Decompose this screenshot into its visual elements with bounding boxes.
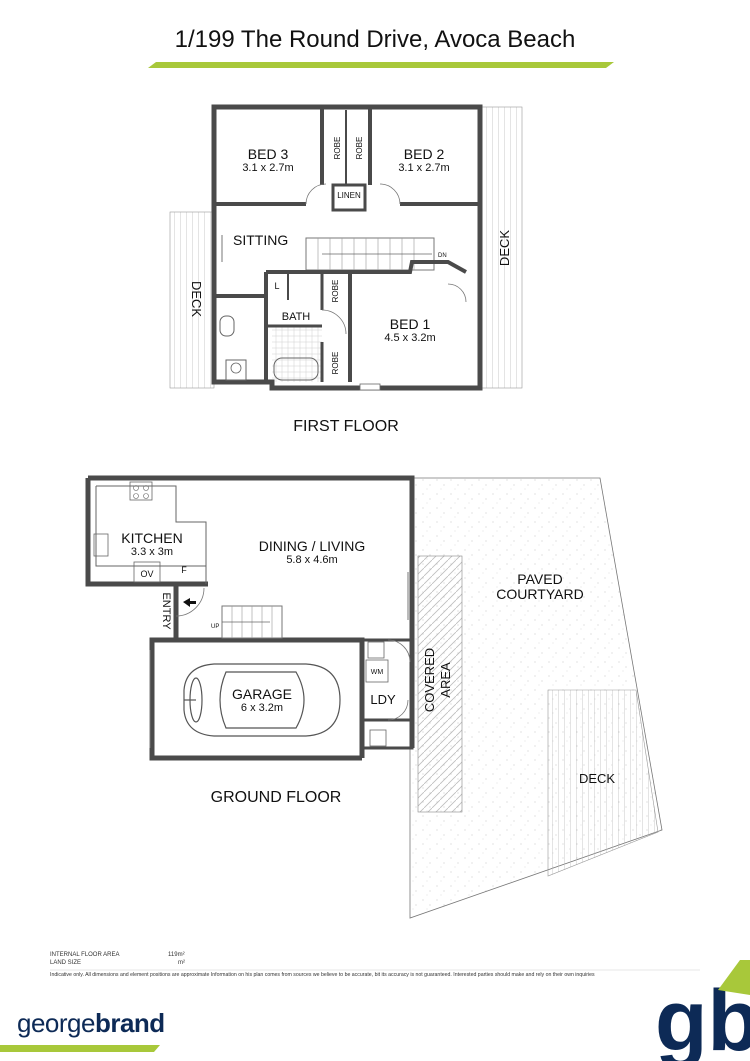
dining-living-size: 5.8 x 4.6m	[286, 554, 337, 566]
bed1-size: 4.5 x 3.2m	[384, 332, 435, 344]
covered-label: COVERED	[422, 648, 437, 712]
garage-size: 6 x 3.2m	[241, 702, 283, 714]
first-floor	[169, 104, 523, 391]
brand-prefix: george	[17, 1008, 95, 1038]
land-size-label: LAND SIZE	[50, 960, 82, 966]
wm-label: WM	[371, 669, 384, 676]
floor-area-row: INTERNAL FLOOR AREA 119m²	[50, 952, 185, 958]
land-size-row: LAND SIZE m²	[50, 960, 185, 966]
up-label: UP	[211, 624, 219, 630]
floor-area-label: INTERNAL FLOOR AREA	[50, 952, 120, 958]
robe-label-2: ROBE	[355, 137, 364, 160]
laundry-label: LDY	[370, 692, 396, 707]
robe-label-1: ROBE	[333, 137, 342, 160]
paved-label: PAVED	[517, 571, 562, 587]
first-floor-caption: FIRST FLOOR	[293, 418, 399, 435]
l-label: L	[274, 281, 279, 291]
car-icon	[183, 663, 341, 737]
ground-floor	[85, 475, 663, 919]
kitchen-size: 3.3 x 3m	[131, 546, 173, 558]
brand-wordmark: georgebrand	[17, 1008, 165, 1039]
land-size-value: m²	[178, 960, 185, 966]
brand-accent-rule	[0, 1045, 160, 1052]
deck-left-first	[169, 211, 215, 389]
kitchen-label: KITCHEN	[121, 530, 182, 546]
bath-label: BATH	[282, 311, 311, 323]
deck-right-first-label: DECK	[497, 230, 512, 266]
floor-area-value: 119m²	[168, 952, 185, 958]
brand-bold: brand	[94, 1008, 165, 1038]
area-label: AREA	[438, 662, 453, 698]
deck-ground	[547, 689, 659, 877]
deck-ground-label: DECK	[579, 771, 615, 786]
garage-label: GARAGE	[232, 686, 292, 702]
covered-area-zone	[417, 555, 463, 813]
robe-label-4: ROBE	[331, 352, 340, 375]
title-accent-rule	[148, 62, 614, 68]
oven-label: OV	[140, 569, 153, 579]
bed3-label: BED 3	[248, 146, 289, 162]
disclaimer: Indicative only. All dimensions and elem…	[50, 972, 595, 978]
bed2-size: 3.1 x 2.7m	[398, 162, 449, 174]
fridge-label: F	[181, 565, 187, 575]
plan-title: 1/199 The Round Drive, Avoca Beach	[174, 26, 576, 53]
bed2-label: BED 2	[404, 146, 445, 162]
dining-living-label: DINING / LIVING	[259, 538, 366, 554]
ground-floor-caption: GROUND FLOOR	[211, 789, 342, 806]
bed1-label: BED 1	[390, 316, 431, 332]
sitting-label: SITTING	[233, 232, 288, 248]
bed3-size: 3.1 x 2.7m	[242, 162, 293, 174]
linen-label: LINEN	[337, 191, 361, 200]
dn-label: DN	[438, 253, 447, 259]
deck-left-first-label: DECK	[189, 281, 204, 317]
deck-right-first	[479, 106, 523, 389]
entry-label: ENTRY	[160, 592, 172, 630]
gb-logo-mark: gb	[655, 960, 750, 1061]
courtyard-label: COURTYARD	[496, 586, 583, 602]
robe-label-3: ROBE	[331, 280, 340, 303]
